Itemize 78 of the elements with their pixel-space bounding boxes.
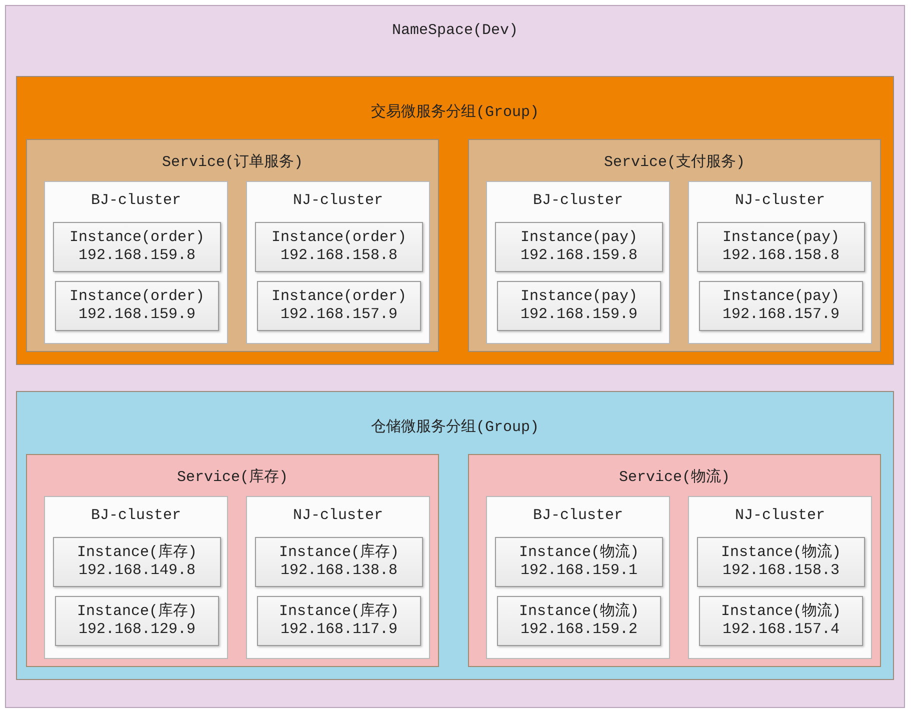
group-title: 仓储微服务分组(Group): [370, 419, 539, 437]
ip-address: 192.168.157.9: [722, 306, 840, 324]
instance-box: [53, 537, 221, 587]
instance-name: Instance(order): [271, 288, 407, 306]
instance-box: [255, 537, 423, 587]
ip-address: 192.168.158.3: [722, 562, 840, 580]
cluster-title: NJ-cluster: [292, 192, 383, 210]
service-panel: [468, 139, 881, 352]
cluster-title: BJ-cluster: [532, 507, 623, 525]
cluster-panel: [246, 496, 430, 659]
cluster-title: NJ-cluster: [734, 192, 825, 210]
service-title: Service(库存): [176, 469, 288, 487]
cluster-panel: [44, 181, 228, 344]
instance-box: [257, 281, 421, 331]
instance-box: [257, 596, 421, 646]
cluster-panel: [44, 496, 228, 659]
instance-box: [55, 596, 219, 646]
group-panel: [16, 76, 894, 365]
instance-name: Instance(pay): [722, 288, 840, 306]
ip-address: 192.168.159.1: [520, 562, 638, 580]
instance-name: Instance(库存): [76, 544, 197, 562]
ip-address: 192.168.158.8: [280, 247, 398, 265]
instance-name: Instance(库存): [278, 603, 399, 621]
instance-box: [697, 537, 865, 587]
instance-name: Instance(order): [271, 229, 407, 247]
instance-box: [495, 222, 663, 272]
instance-name: Instance(库存): [76, 603, 197, 621]
service-panel: [468, 454, 881, 667]
namespace-title: NameSpace(Dev): [392, 22, 518, 40]
ip-address: 192.168.159.9: [520, 306, 638, 324]
instance-box: [55, 281, 219, 331]
cluster-panel: [688, 496, 872, 659]
cluster-title: BJ-cluster: [90, 192, 181, 210]
ip-address: 192.168.158.8: [722, 247, 840, 265]
instance-box: [697, 222, 865, 272]
instance-box: [495, 537, 663, 587]
service-title: Service(物流): [618, 469, 730, 487]
instance-box: [699, 596, 863, 646]
cluster-title: NJ-cluster: [292, 507, 383, 525]
service-title: Service(订单服务): [162, 154, 303, 172]
ip-address: 192.168.159.9: [78, 306, 196, 324]
cluster-panel: [486, 181, 670, 344]
cluster-panel: [688, 181, 872, 344]
instance-name: Instance(order): [69, 288, 205, 306]
ip-address: 192.168.159.8: [520, 247, 638, 265]
group-title: 交易微服务分组(Group): [370, 104, 539, 122]
cluster-panel: [486, 496, 670, 659]
ip-address: 192.168.157.4: [722, 621, 840, 639]
instance-box: [497, 596, 661, 646]
instance-name: Instance(order): [69, 229, 205, 247]
ip-address: 192.168.149.8: [78, 562, 196, 580]
cluster-title: BJ-cluster: [90, 507, 181, 525]
instance-name: Instance(pay): [722, 229, 840, 247]
service-panel: [26, 139, 439, 352]
instance-name: Instance(物流): [720, 544, 841, 562]
ip-address: 192.168.129.9: [78, 621, 196, 639]
ip-address: 192.168.157.9: [280, 306, 398, 324]
instance-box: [255, 222, 423, 272]
instance-box: [699, 281, 863, 331]
ip-address: 192.168.159.8: [78, 247, 196, 265]
service-panel: [26, 454, 439, 667]
instance-name: Instance(物流): [720, 603, 841, 621]
ip-address: 192.168.117.9: [280, 621, 398, 639]
instance-box: [497, 281, 661, 331]
cluster-title: NJ-cluster: [734, 507, 825, 525]
cluster-title: BJ-cluster: [532, 192, 623, 210]
cluster-panel: [246, 181, 430, 344]
instance-name: Instance(物流): [518, 603, 639, 621]
instance-name: Instance(物流): [518, 544, 639, 562]
instance-box: [53, 222, 221, 272]
instance-name: Instance(pay): [520, 229, 638, 247]
service-title: Service(支付服务): [604, 154, 745, 172]
group-panel: [16, 391, 894, 680]
ip-address: 192.168.159.2: [520, 621, 638, 639]
ip-address: 192.168.138.8: [280, 562, 398, 580]
instance-name: Instance(pay): [520, 288, 638, 306]
instance-name: Instance(库存): [278, 544, 399, 562]
namespace-panel: [5, 5, 905, 708]
